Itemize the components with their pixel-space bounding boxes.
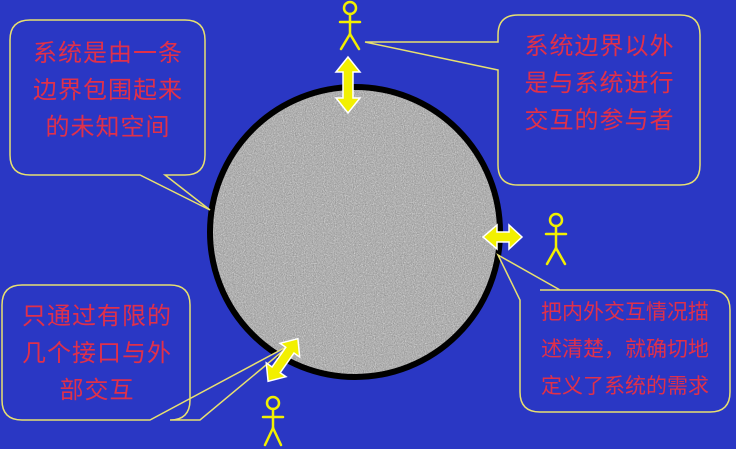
double-arrow-icon-top (334, 55, 362, 115)
stick-figure-icon-top (338, 0, 362, 51)
double-arrow-icon-right (481, 223, 524, 251)
bubble-top-right (364, 14, 701, 186)
bubble-text-top-right: 系统边界以外 是与系统进行 交互的参与者 (524, 32, 675, 134)
bubble-top-left (9, 19, 211, 211)
bubble-bottom-right (496, 253, 731, 413)
stick-figure-icon-bottom (261, 395, 285, 447)
system-circle (207, 84, 503, 380)
bubble-text-top-left: 系统是由一条 边界包围起来 的未知空间 (33, 39, 183, 141)
bubble-bottom-left (1, 284, 291, 421)
bubble-text-bottom-left: 只通过有限的 几个接口与外 部交互 (22, 302, 172, 404)
stick-figure-icon-right (544, 212, 568, 266)
bubble-text-bottom-right: 把内外交互情况描 述清楚，就确切地 定义了系统的需求 (541, 300, 709, 398)
double-arrow-icon-bottom (265, 337, 301, 383)
